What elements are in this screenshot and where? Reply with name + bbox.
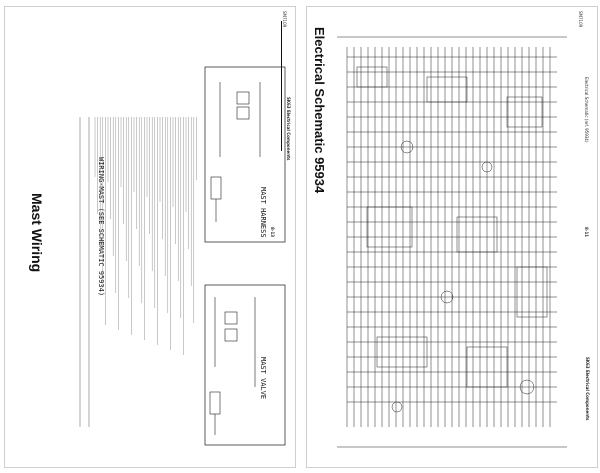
wiring-table <box>79 66 286 446</box>
left-manual-page: SM7109 SK63 Electrical Components Mast W… <box>4 6 296 468</box>
left-page-top-rule <box>281 21 282 151</box>
right-manual-page: SM7109 Electrical Schematic 95934 Electr… <box>306 6 598 468</box>
mast-valve-label: MAST VALVE <box>259 357 267 400</box>
mast-harness-label: MAST HARNESS <box>259 187 267 238</box>
electrical-schematic <box>337 36 567 448</box>
